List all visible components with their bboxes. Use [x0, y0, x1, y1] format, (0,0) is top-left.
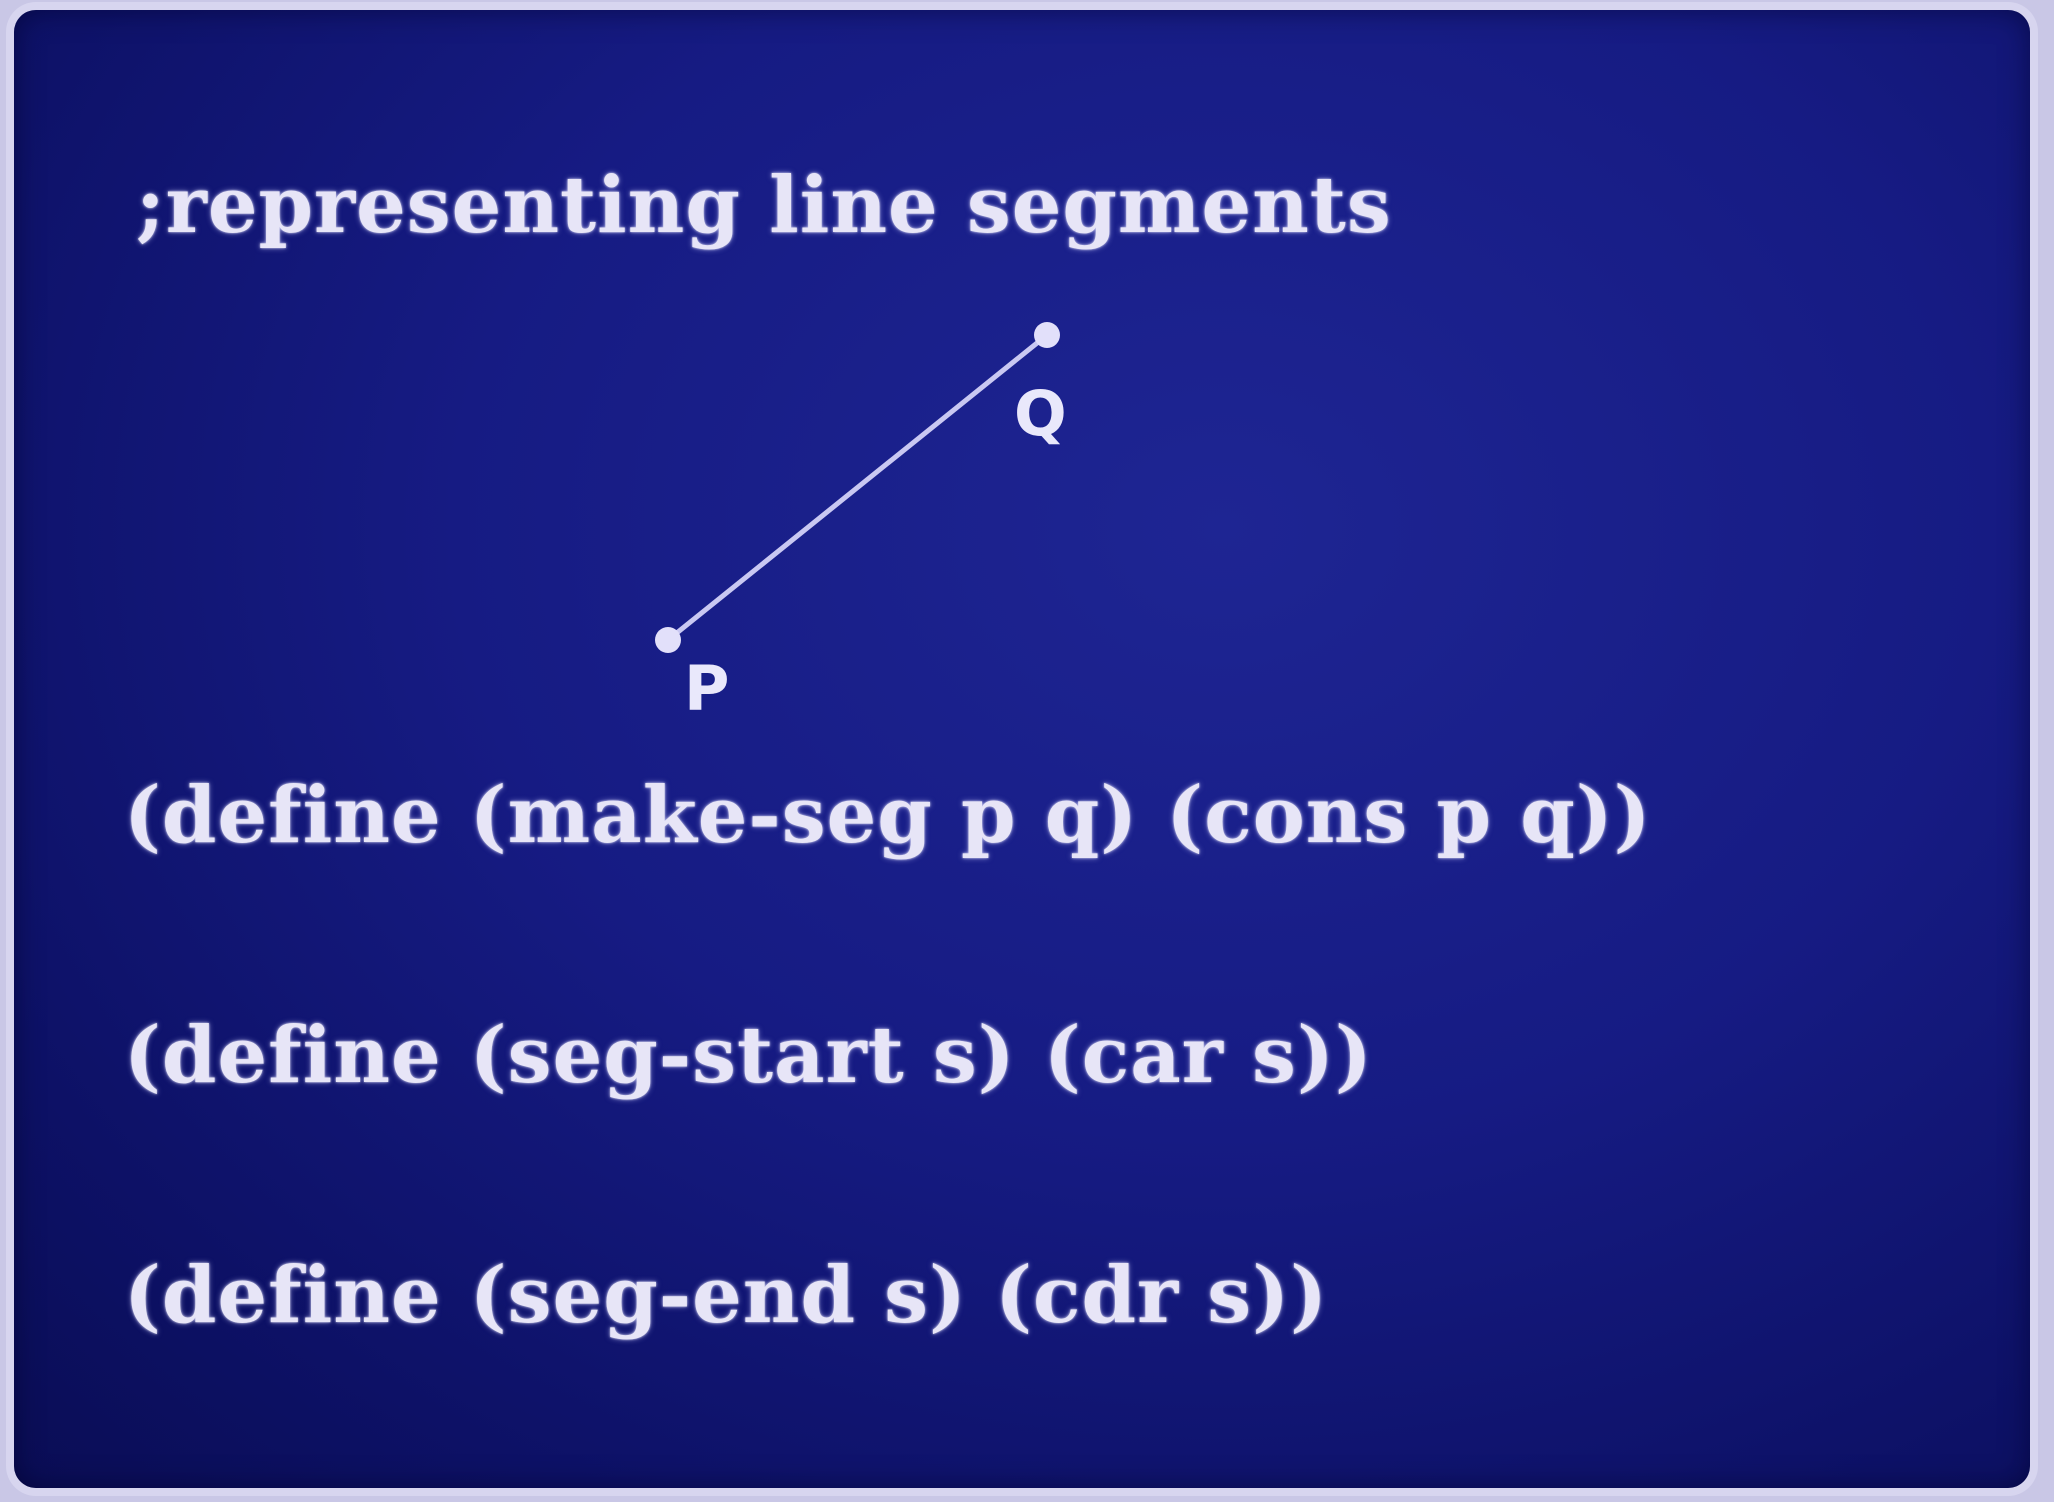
slide-comment: ;representing line segments: [136, 160, 1392, 251]
point-p-label: P: [684, 652, 729, 725]
point-p: [655, 627, 681, 653]
slide-frame: ;representing line segments P Q (define …: [14, 10, 2030, 1488]
code-line-seg-start: (define (seg-start s) (car s)): [124, 1010, 1373, 1101]
code-line-make-seg: (define (make-seg p q) (cons p q)): [124, 770, 1652, 861]
line-segment-diagram: P Q: [655, 322, 1067, 725]
code-line-seg-end: (define (seg-end s) (cdr s)): [124, 1250, 1329, 1341]
segment-line: [665, 332, 1050, 643]
point-q: [1034, 322, 1060, 348]
point-q-label: Q: [1014, 377, 1067, 450]
